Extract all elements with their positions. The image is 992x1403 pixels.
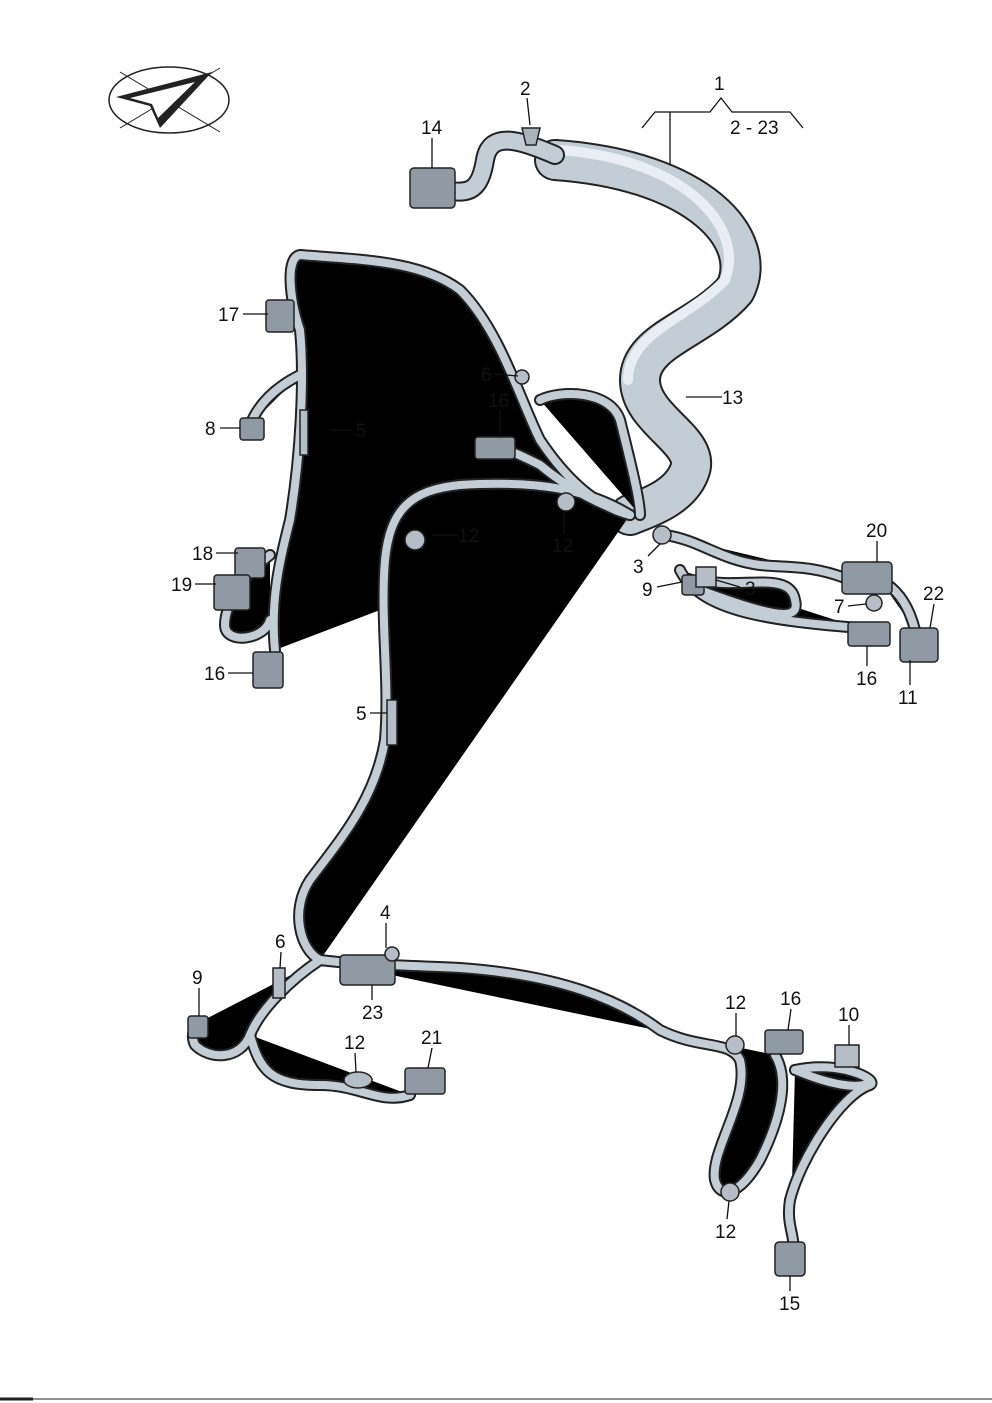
clip-10 [834, 1044, 860, 1068]
clip-4 [384, 946, 400, 962]
callout-19: 19 [171, 575, 192, 596]
clip-5b [386, 699, 398, 746]
connector-15 [774, 1241, 806, 1277]
callout-3: 3 [745, 579, 756, 600]
callout-labels: 1 2 - 23 2 14 17 6 16 13 8 5 12 12 20 3 … [171, 74, 944, 1315]
clip-7 [865, 594, 883, 612]
callout-17: 17 [218, 305, 239, 326]
callout-4: 4 [380, 903, 391, 924]
connector-14 [409, 167, 456, 209]
grommet-12d [343, 1071, 373, 1089]
callout-23: 23 [362, 1003, 383, 1024]
callout-18: 18 [192, 544, 213, 565]
callout-16: 16 [780, 989, 801, 1010]
callout-16: 16 [488, 391, 509, 412]
callout-5: 5 [356, 421, 367, 442]
connector-9b [187, 1015, 209, 1039]
callout-3: 3 [633, 557, 644, 578]
callout-7: 7 [834, 597, 845, 618]
connector-16a [474, 436, 516, 460]
callout-16: 16 [204, 664, 225, 685]
callout-13: 13 [722, 388, 743, 409]
orientation-arrow-icon [108, 66, 230, 134]
callout-20: 20 [866, 521, 887, 542]
callout-15: 15 [779, 1294, 800, 1315]
connector-19 [213, 574, 251, 611]
clip-6a [514, 369, 530, 385]
callout-8: 8 [205, 419, 216, 440]
connector-18 [234, 547, 266, 579]
callout-12: 12 [725, 993, 746, 1014]
callout-9: 9 [192, 968, 203, 989]
callout-6: 6 [481, 365, 492, 386]
callout-12: 12 [552, 536, 573, 557]
grommet-12b [556, 492, 576, 512]
clip-2 [521, 127, 541, 146]
clip-5a [299, 409, 309, 456]
callout-21: 21 [421, 1028, 442, 1049]
callout-11: 11 [898, 688, 918, 709]
callout-2: 2 [520, 79, 531, 100]
connector-3b [695, 566, 717, 588]
callout-1: 1 [714, 74, 725, 95]
callout-9: 9 [642, 580, 653, 601]
callout-16: 16 [856, 669, 877, 690]
connector-16d [764, 1029, 804, 1055]
connector-16b [847, 621, 891, 647]
connector-16c [252, 651, 284, 689]
connector-21 [404, 1067, 446, 1095]
clip-6b [272, 967, 286, 999]
grommet-12c [725, 1035, 745, 1055]
connector-8 [239, 417, 265, 441]
callout-1-range: 2 - 23 [730, 118, 779, 139]
grommet-3 [652, 525, 672, 545]
callout-5: 5 [356, 704, 367, 725]
connector-20 [841, 561, 893, 595]
grommet-12a [404, 529, 426, 551]
callout-6: 6 [275, 932, 286, 953]
connector-23 [339, 954, 396, 986]
callout-10: 10 [838, 1005, 859, 1026]
callout-22: 22 [923, 584, 944, 605]
callout-14: 14 [421, 118, 443, 139]
grommet-12e [720, 1182, 740, 1202]
leader-lines [195, 96, 935, 1291]
connector-11 [899, 627, 939, 663]
callout-12: 12 [458, 526, 479, 547]
connector-17 [265, 299, 295, 333]
harness-branches [193, 255, 915, 1260]
callout-12: 12 [715, 1222, 736, 1243]
callout-12: 12 [344, 1033, 365, 1054]
